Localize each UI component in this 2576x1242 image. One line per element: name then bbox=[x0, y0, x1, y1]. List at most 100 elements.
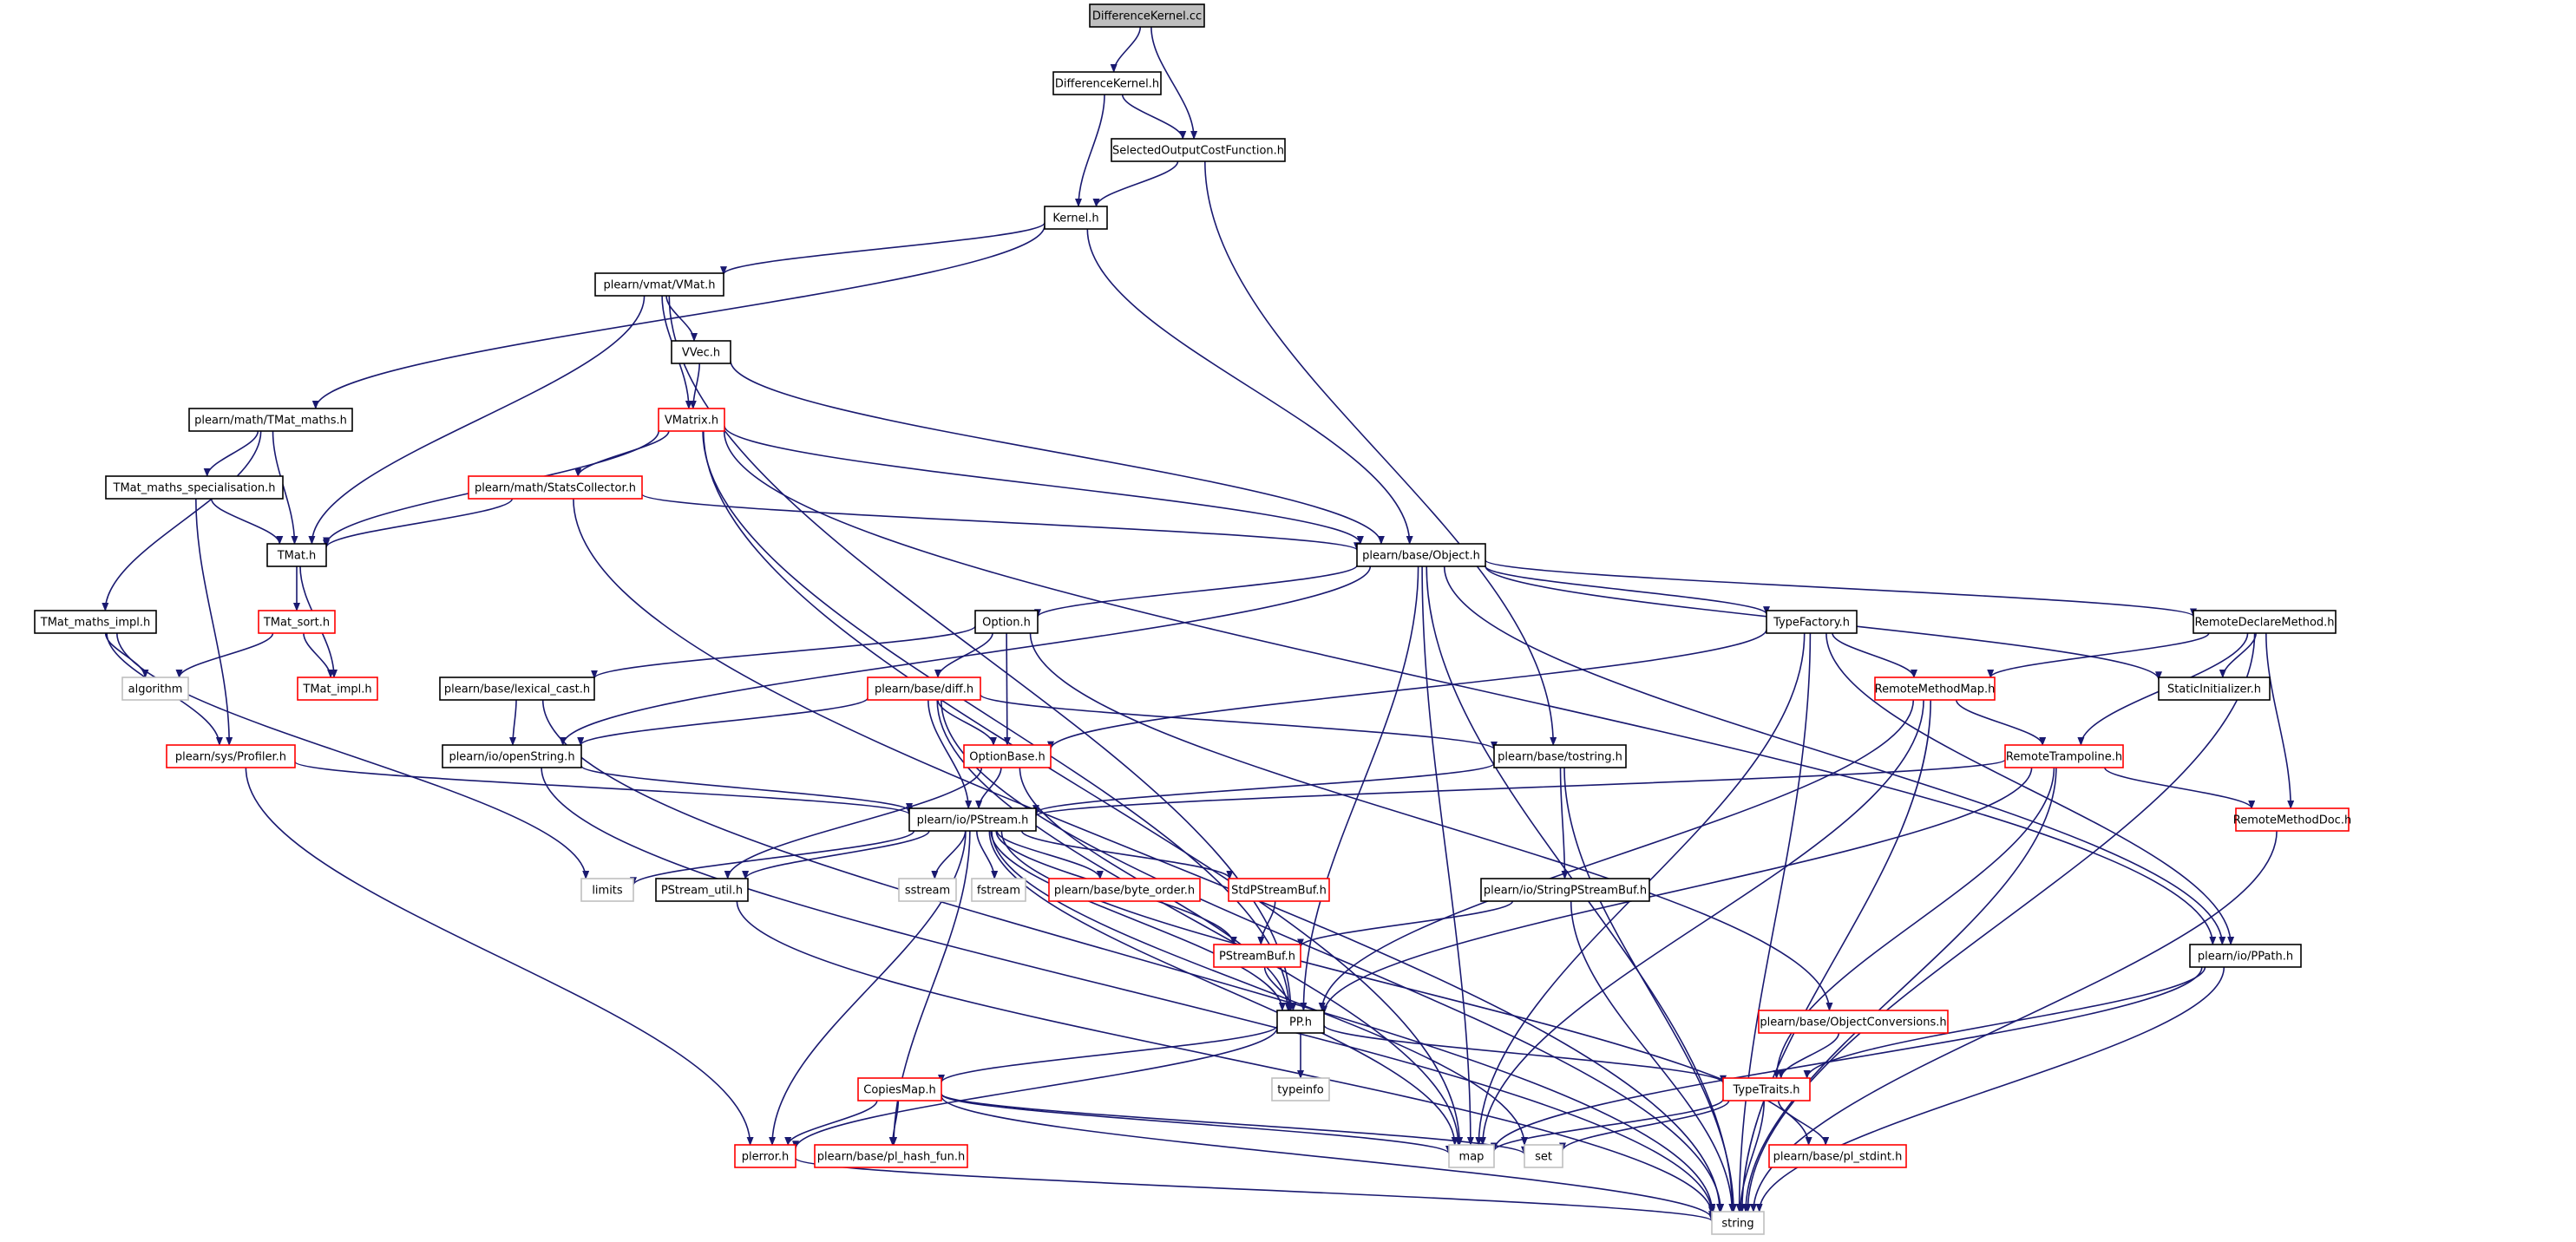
node-box bbox=[105, 475, 284, 500]
edge-VMatrix_h-to-map bbox=[703, 430, 1464, 1146]
node-object-h[interactable]: plearn/base/Object.h bbox=[1356, 543, 1486, 567]
node-stringpstreambuf-h[interactable]: plearn/io/StringPStreamBuf.h bbox=[1480, 878, 1650, 902]
node-box bbox=[2004, 744, 2124, 768]
edge-DifferenceKernel_h-to-SelectedOutputCostFunction_h bbox=[1121, 94, 1187, 140]
node-tostring-h[interactable]: plearn/base/tostring.h bbox=[1493, 744, 1627, 768]
node-vmatrix-h[interactable]: VMatrix.h bbox=[658, 408, 725, 432]
node-option-h[interactable]: Option.h bbox=[974, 610, 1039, 634]
node-vmat-h[interactable]: plearn/vmat/VMat.h bbox=[594, 272, 724, 297]
edge-TMat_sort_h-to-algorithm bbox=[175, 632, 274, 678]
edge-Object_h-to-map bbox=[1421, 565, 1474, 1146]
edge-lexical_cast_h-to-openString_h bbox=[509, 699, 517, 746]
node-label: plearn/base/pl_stdint.h bbox=[1773, 1151, 1903, 1164]
node-statscollector-h[interactable]: plearn/math/StatsCollector.h bbox=[468, 475, 643, 500]
node-label: PStream_util.h bbox=[661, 885, 743, 898]
node-box bbox=[1766, 610, 1858, 634]
node-pstream-h[interactable]: plearn/io/PStream.h bbox=[908, 807, 1037, 832]
node-diff-h[interactable]: plearn/base/diff.h bbox=[867, 677, 981, 701]
node-box bbox=[734, 1144, 796, 1168]
edge-Object_h-to-openString_h bbox=[559, 565, 1372, 746]
node-selectedoutputcostfunction-h[interactable]: SelectedOutputCostFunction.h bbox=[1111, 138, 1286, 162]
node-byte-order-h[interactable]: plearn/base/byte_order.h bbox=[1048, 878, 1201, 902]
edge-CopiesMap_h-to-string bbox=[941, 1095, 1715, 1220]
edge-TMat_maths_specialisation_h-to-TMat_h bbox=[210, 498, 284, 545]
edge-StringPStreamBuf_h-to-PStreamBuf_h bbox=[1297, 900, 1514, 948]
node-label: PStreamBuf.h bbox=[1219, 951, 1295, 964]
node-label: PP.h bbox=[1289, 1016, 1312, 1030]
node-pstreambuf-h[interactable]: PStreamBuf.h bbox=[1213, 944, 1301, 968]
node-objectconversions-h[interactable]: plearn/base/ObjectConversions.h bbox=[1758, 1010, 1949, 1034]
node-pl-stdint-h[interactable]: plearn/base/pl_stdint.h bbox=[1768, 1144, 1907, 1168]
node-box bbox=[671, 340, 731, 364]
node-typeinfo: typeinfo bbox=[1271, 1077, 1330, 1101]
node-tmat-maths-h[interactable]: plearn/math/TMat_maths.h bbox=[188, 408, 353, 432]
node-label: plerror.h bbox=[742, 1151, 790, 1164]
node-tmat-maths-impl-h[interactable]: TMat_maths_impl.h bbox=[34, 610, 157, 634]
node-vvec-h[interactable]: VVec.h bbox=[671, 340, 731, 364]
node-copiesmap-h[interactable]: CopiesMap.h bbox=[857, 1077, 942, 1101]
node-differencekernel-cc[interactable]: DifferenceKernel.cc bbox=[1089, 3, 1205, 28]
edge-Kernel_h-to-VMat_h bbox=[720, 222, 1045, 276]
node-fstream: fstream bbox=[971, 878, 1026, 902]
node-tmat-impl-h[interactable]: TMat_impl.h bbox=[297, 677, 378, 701]
edge-StatsCollector_h-to-TMat_h bbox=[323, 498, 514, 549]
edge-CopiesMap_h-to-plerror_h bbox=[784, 1100, 878, 1146]
node-typetraits-h[interactable]: TypeTraits.h bbox=[1722, 1077, 1811, 1101]
node-string: string bbox=[1711, 1211, 1765, 1235]
node-ppath-h[interactable]: plearn/io/PPath.h bbox=[2189, 944, 2302, 968]
node-typefactory-h[interactable]: TypeFactory.h bbox=[1766, 610, 1858, 634]
node-profiler-h[interactable]: plearn/sys/Profiler.h bbox=[166, 744, 296, 768]
edge-RemoteTrampoline_h-to-RemoteMethodDoc_h bbox=[2104, 767, 2256, 809]
edge-VMat_h-to-TMat_h bbox=[308, 295, 646, 545]
node-label: plearn/base/lexical_cast.h bbox=[444, 683, 590, 696]
node-box bbox=[297, 677, 378, 701]
node-label: VVec.h bbox=[682, 347, 720, 360]
node-box bbox=[1493, 744, 1627, 768]
node-openstring-h[interactable]: plearn/io/openString.h bbox=[442, 744, 582, 768]
node-label: TMat_maths_impl.h bbox=[40, 617, 150, 630]
edge-PP_h-to-plerror_h bbox=[792, 1027, 1278, 1150]
node-label: RemoteDeclareMethod.h bbox=[2194, 617, 2334, 630]
edge-PStream_h-to-PP_h bbox=[990, 830, 1286, 1011]
node-label: TMat_impl.h bbox=[302, 683, 371, 696]
node-lexical-cast-h[interactable]: plearn/base/lexical_cast.h bbox=[439, 677, 595, 701]
edge-PStream_h-to-set bbox=[991, 830, 1528, 1146]
node-pp-h[interactable]: PP.h bbox=[1276, 1010, 1325, 1034]
node-remotetrampoline-h[interactable]: RemoteTrampoline.h bbox=[2004, 744, 2124, 768]
node-staticinitializer-h[interactable]: StaticInitializer.h bbox=[2158, 677, 2271, 701]
edge-Object_h-to-RemoteDeclareMethod_h bbox=[1485, 559, 2197, 618]
edge-PPath_h-to-string bbox=[1755, 966, 2225, 1213]
node-label: StaticInitializer.h bbox=[2167, 683, 2261, 696]
edge-diff_h-to-OptionBase_h bbox=[937, 699, 997, 746]
node-differencekernel-h[interactable]: DifferenceKernel.h bbox=[1052, 71, 1162, 95]
edge-PStream_h-to-sstream bbox=[931, 830, 967, 879]
edge-TMat_maths_h-to-TMat_maths_specialisation_h bbox=[203, 430, 259, 477]
edge-SelectedOutputCostFunction_h-to-tostring_h bbox=[1204, 160, 1557, 746]
node-label: plearn/vmat/VMat.h bbox=[604, 279, 716, 292]
node-label: map bbox=[1459, 1151, 1485, 1164]
node-kernel-h[interactable]: Kernel.h bbox=[1044, 206, 1108, 230]
node-label: algorithm bbox=[128, 683, 183, 696]
edge-tostring_h-to-PStream_h bbox=[1032, 762, 1495, 814]
node-optionbase-h[interactable]: OptionBase.h bbox=[963, 744, 1052, 768]
node-tmat-maths-specialisation-h[interactable]: TMat_maths_specialisation.h bbox=[105, 475, 284, 500]
node-stdpstreambuf-h[interactable]: StdPStreamBuf.h bbox=[1228, 878, 1330, 902]
node-remotedeclaremethod-h[interactable]: RemoteDeclareMethod.h bbox=[2193, 610, 2337, 634]
node-box bbox=[1768, 1144, 1907, 1168]
node-label: plearn/math/TMat_maths.h bbox=[194, 415, 347, 428]
node-remotemethoddoc-h[interactable]: RemoteMethodDoc.h bbox=[2233, 807, 2351, 832]
node-box bbox=[658, 408, 725, 432]
node-pl-hash-fun-h[interactable]: plearn/base/pl_hash_fun.h bbox=[814, 1144, 968, 1168]
node-tmat-h[interactable]: TMat.h bbox=[266, 543, 327, 567]
node-pstream-util-h[interactable]: PStream_util.h bbox=[655, 878, 749, 902]
node-plerror-h[interactable]: plerror.h bbox=[734, 1144, 796, 1168]
edge-OptionBase_h-to-PStream_util_h bbox=[724, 767, 983, 879]
edge-StdPStreamBuf_h-to-PStreamBuf_h bbox=[1257, 900, 1276, 945]
edge-PStream_h-to-pl_hash_fun_h bbox=[890, 830, 971, 1146]
node-label: plearn/math/StatsCollector.h bbox=[475, 482, 636, 495]
edge-Object_h-to-TypeFactory_h bbox=[1485, 565, 1770, 616]
edge-PP_h-to-TypeTraits_h bbox=[1323, 1024, 1727, 1084]
node-box bbox=[867, 677, 981, 701]
node-tmat-sort-h[interactable]: TMat_sort.h bbox=[258, 610, 336, 634]
node-remotemethodmap-h[interactable]: RemoteMethodMap.h bbox=[1874, 677, 1996, 701]
